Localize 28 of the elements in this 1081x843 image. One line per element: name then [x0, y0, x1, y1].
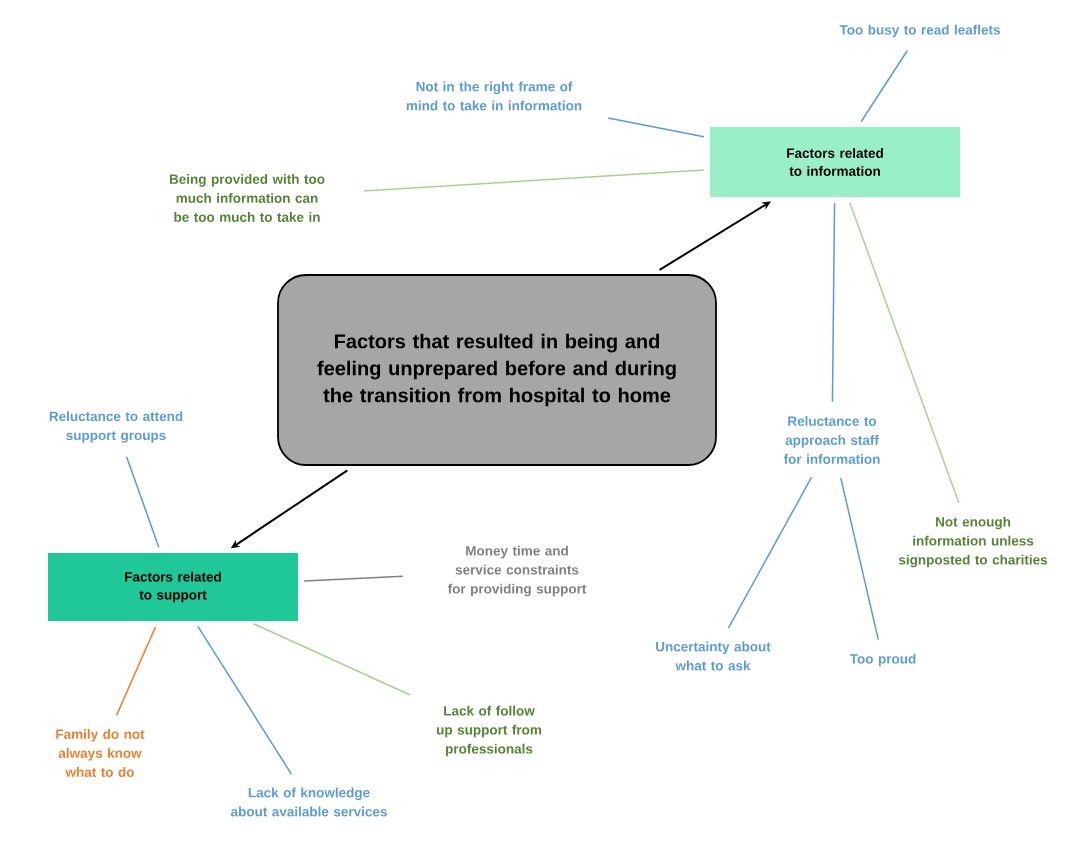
factor-text: Lack of knowledge about available services	[231, 787, 387, 817]
connector-line	[125, 455, 160, 548]
category-box: Factors related to support	[48, 553, 298, 621]
connector-line	[831, 202, 836, 403]
connector-line	[849, 202, 960, 504]
rounded-box: Factors that resulted in being and feeling unprepared before and during the transition from hospital to home	[277, 274, 717, 466]
factor-text: Reluctance to attend support groups	[49, 411, 183, 443]
arrow	[658, 201, 771, 271]
connector-line	[727, 476, 813, 629]
connector-line	[607, 117, 705, 138]
factor-text: Too proud	[849, 653, 916, 667]
connector-line	[362, 169, 705, 192]
connector-line	[115, 625, 157, 717]
connector-line	[303, 575, 404, 582]
connector-line	[860, 49, 909, 123]
connector-line	[197, 625, 293, 776]
connector-line	[252, 622, 411, 696]
factor-text: Not in the right frame of mind to take in information	[406, 81, 582, 111]
connector-line	[840, 477, 880, 641]
factor-text: Not enough information unless signposted to charities	[898, 516, 1048, 568]
factor-text: Being provided with too much information can be too much to take in	[169, 174, 325, 222]
factor-text: Too busy to read leaflets	[839, 24, 1000, 38]
factor-text: Uncertainty about what to ask	[656, 641, 771, 671]
factor-text: Reluctance to approach staff for information	[783, 416, 880, 464]
category-box: Factors related to information	[710, 127, 960, 197]
factor-text: Money time and service constraints for providing support	[447, 545, 587, 597]
factor-text: Family do not always know what to do	[56, 729, 145, 777]
factor-text: Lack of follow up support from professionals	[436, 705, 542, 757]
